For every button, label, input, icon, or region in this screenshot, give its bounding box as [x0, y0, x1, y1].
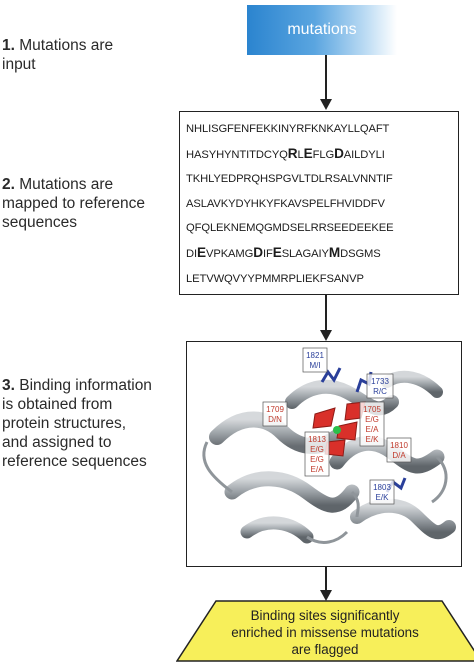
lbl-1810-text: D/A	[392, 451, 406, 460]
mutated-residue: M	[328, 244, 341, 260]
sequence-lines: NHLISGFENFEKKINYRFKNKAYLLQAFT HASYHYNTITD…	[186, 117, 452, 291]
arrow-3-shaft	[325, 567, 327, 592]
output-flag-box	[176, 600, 474, 662]
protein-structure-image: 1821M/I1733R/C1709D/N1705E/GE/AE/K1813E/…	[202, 347, 456, 544]
lbl-1705-text: E/A	[366, 425, 380, 434]
step-3-description: Binding information is obtained from pro…	[2, 377, 152, 470]
lbl-1821-text: 1821	[306, 351, 324, 360]
arrow-3-head	[320, 590, 332, 601]
lbl-1810-text: 1810	[390, 441, 408, 450]
lbl-1733-text: R/C	[373, 387, 387, 396]
lbl-1813-text: E/G	[310, 445, 324, 454]
ligand-atom	[333, 426, 341, 434]
lbl-1821-box	[302, 347, 328, 373]
loop-coils	[202, 441, 448, 544]
mutated-residue: R	[287, 145, 298, 161]
step-2-text: 2. Mutations are mapped to reference seq…	[2, 156, 177, 232]
lbl-1705-box	[359, 401, 385, 447]
mutations-input-label: mutations	[287, 21, 357, 38]
lbl-1803-box	[369, 479, 395, 505]
reference-sequence-box: NHLISGFENFEKKINYRFKNKAYLLQAFT HASYHYNTITD…	[179, 111, 459, 295]
sequence-line-3: TKHLYEDPRQHSPGVLTDLRSALVNNTIF	[186, 167, 452, 192]
step-3-number: 3.	[2, 377, 15, 394]
sequence-segment: NHLISGFENFEKKINYRFKNKAYLLQAFT	[186, 123, 390, 135]
mutated-residue: D	[253, 244, 263, 260]
lbl-1705-text: E/K	[366, 435, 380, 444]
step-3-text: 3. Binding information is obtained from …	[2, 357, 192, 471]
arrow-1-shaft	[325, 55, 327, 100]
output-flag-shape	[176, 600, 474, 662]
lbl-1709-box	[262, 401, 288, 427]
output-flag-text: Binding sites significantly enriched in …	[231, 608, 419, 657]
sequence-line-5: QFQLEKNEMQGMDSELRRSEEDEEKEE	[186, 216, 452, 241]
lbl-1705-text: 1705	[363, 405, 381, 414]
sequence-line-7: LETVWQVYYPMMRPLIEKFSANVP	[186, 267, 452, 292]
sequence-line-1: NHLISGFENFEKKINYRFKNKAYLLQAFT	[186, 117, 452, 142]
sequence-segment: QFQLEKNEMQGMDSELRRSEEDEEKEE	[186, 222, 394, 235]
sequence-segment: FLG	[312, 148, 335, 161]
sequence-segment: DI	[186, 247, 197, 260]
sequence-segment: LETVWQVYYPMMRPLIEKFSANVP	[186, 272, 364, 285]
sequence-segment: TKHLYEDPRQHSPGVLTDLRSALVNNTIF	[186, 173, 393, 186]
lbl-1821-text: M/I	[309, 361, 320, 370]
lbl-1810-box	[386, 437, 412, 463]
arrow-2-shaft	[325, 295, 327, 331]
step-1-text: 1. Mutations are input	[2, 17, 172, 74]
sequence-segment: L	[297, 148, 304, 161]
sequence-segment: ASLAVKYDYHKYFKAVSPELFHVIDDFV	[186, 197, 385, 210]
arrow-2-head	[320, 330, 332, 341]
structure-residue-labels: 1821M/I1733R/C1709D/N1705E/GE/AE/K1813E/…	[262, 347, 412, 505]
lbl-1733-text: 1733	[371, 377, 389, 386]
step-1-number: 1.	[2, 37, 15, 54]
sequence-segment: IF	[262, 247, 273, 260]
lbl-1709-text: D/N	[268, 415, 282, 424]
sequence-line-4: ASLAVKYDYHKYFKAVSPELFHVIDDFV	[186, 192, 452, 217]
lbl-1813-text: 1813	[308, 435, 326, 444]
lbl-1705-text: E/G	[365, 415, 379, 424]
sequence-line-2: HASYHYNTITDCYQRLEFLGDAILDYLI	[186, 142, 452, 168]
mutated-residue: E	[303, 145, 313, 161]
sequence-line-6: DIEVPKAMGDIFESLAGAIYMDSGMS	[186, 241, 452, 267]
helix-ribbons	[209, 370, 456, 544]
mutations-input-box: mutations	[247, 5, 397, 55]
lbl-1709-text: 1709	[266, 405, 284, 414]
step-2-number: 2.	[2, 176, 15, 193]
lbl-1813-text: E/A	[311, 465, 325, 474]
mutated-residue: E	[272, 244, 282, 260]
lbl-1813-text: E/G	[310, 455, 324, 464]
sequence-segment: SLAGAIY	[281, 247, 329, 260]
sequence-segment: AILDYLI	[343, 148, 385, 161]
lbl-1733-box	[366, 373, 394, 399]
arrow-1-head	[320, 99, 332, 110]
step-1-description: Mutations are input	[2, 37, 114, 73]
lbl-1803-text: 1803	[373, 483, 391, 492]
sequence-segment: HASYHYNTITDCYQ	[186, 148, 288, 161]
lbl-1803-text: E/K	[376, 493, 390, 502]
sequence-segment: DSGMS	[340, 247, 381, 260]
lbl-1813-box	[304, 431, 330, 477]
mutated-residue: E	[197, 244, 206, 260]
mutated-residue: D	[334, 145, 344, 161]
step-2-description: Mutations are mapped to reference sequen…	[2, 176, 146, 231]
sequence-segment: VPKAMG	[205, 247, 254, 260]
